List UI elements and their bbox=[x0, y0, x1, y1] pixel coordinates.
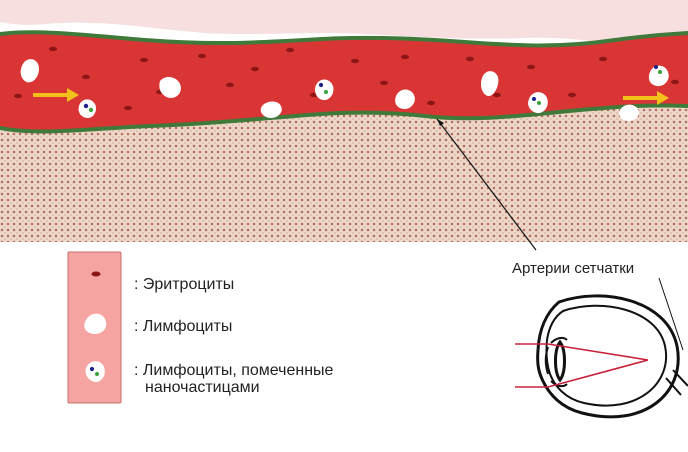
rbc bbox=[466, 57, 474, 61]
legend-label-marked-line-1: : Лимфоциты, помеченные bbox=[134, 363, 333, 380]
rbc bbox=[527, 65, 535, 69]
rbc bbox=[226, 83, 234, 87]
rbc bbox=[599, 57, 607, 61]
legend-rbc-icon bbox=[92, 272, 101, 277]
rbc bbox=[493, 93, 501, 97]
legend-label-marked-line-2: наночастицами bbox=[134, 380, 333, 397]
rbc bbox=[286, 48, 294, 52]
rbc bbox=[401, 55, 409, 59]
eye-lens bbox=[556, 342, 565, 380]
rbc bbox=[251, 67, 259, 71]
rbc bbox=[124, 106, 132, 110]
legend-label-lymphocytes: : Лимфоциты bbox=[134, 319, 232, 336]
rbc bbox=[427, 101, 435, 105]
rbc bbox=[140, 58, 148, 62]
rbc bbox=[82, 75, 90, 79]
eye-illustration bbox=[515, 278, 688, 417]
rbc bbox=[49, 47, 57, 51]
marked-lymphocyte bbox=[79, 99, 96, 118]
rbc bbox=[198, 54, 206, 58]
light-rays bbox=[515, 344, 648, 387]
rbc bbox=[568, 93, 576, 97]
rbc bbox=[351, 59, 359, 63]
legend-label-marked-lymphocytes: : Лимфоциты, помеченные наночастицами bbox=[134, 363, 333, 397]
rbc bbox=[671, 80, 679, 84]
retina-arteries-label: Артерии сетчатки bbox=[512, 261, 634, 277]
legend-label-rbc: : Эритроциты bbox=[134, 277, 234, 294]
rbc bbox=[380, 81, 388, 85]
rbc bbox=[14, 94, 22, 98]
